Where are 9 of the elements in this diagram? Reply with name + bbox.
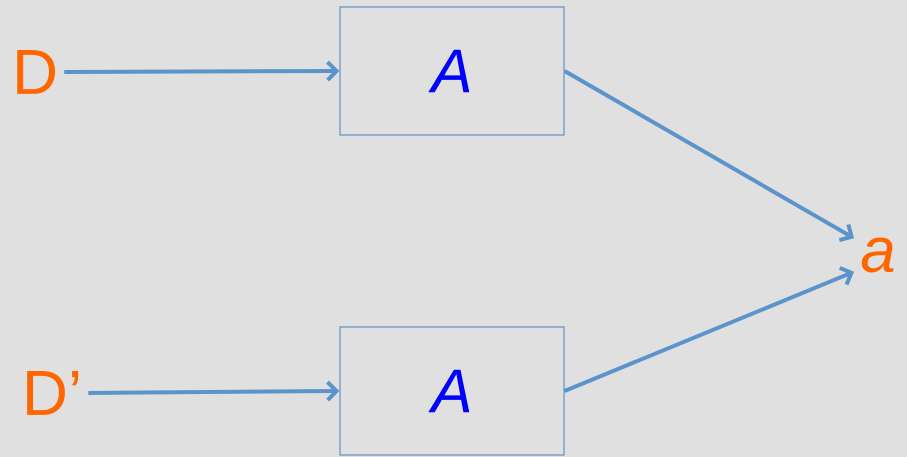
input-label: D xyxy=(17,50,55,94)
arrow xyxy=(564,266,854,393)
process-box: A xyxy=(339,326,565,456)
process-box: A xyxy=(339,6,565,136)
arrow xyxy=(564,69,854,242)
input-label: D’ xyxy=(27,371,78,415)
arrow xyxy=(88,380,340,402)
output-label: a xyxy=(862,238,894,272)
arrow xyxy=(64,60,340,82)
